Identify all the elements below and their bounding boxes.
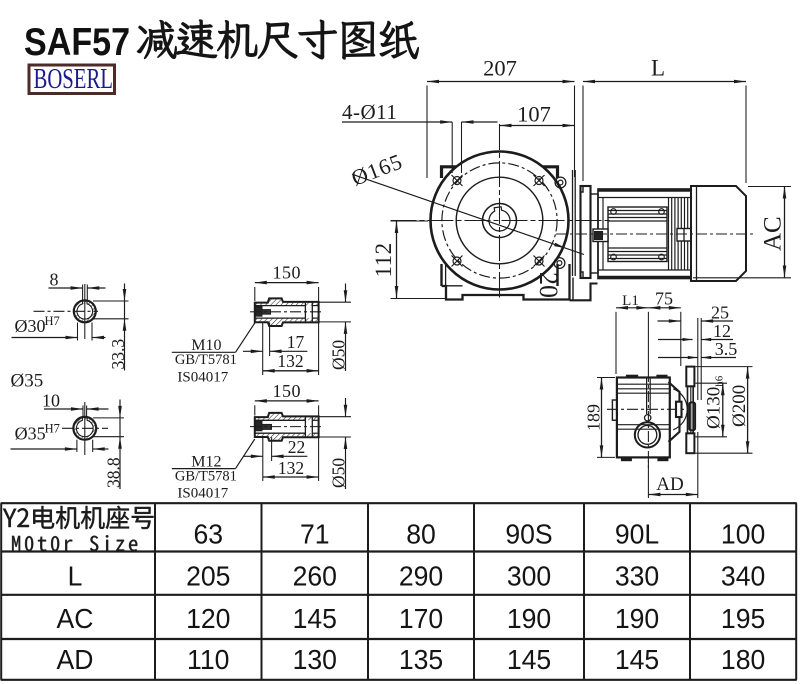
svg-text:IS04017: IS04017 (177, 369, 228, 385)
svg-text:205: 205 (186, 560, 230, 592)
svg-text:80: 80 (406, 518, 436, 550)
svg-text:107: 107 (517, 102, 551, 127)
svg-text:189: 189 (584, 404, 604, 431)
svg-text:4-Ø11: 4-Ø11 (342, 100, 397, 124)
svg-text:AC: AC (57, 602, 94, 634)
svg-text:150: 150 (272, 381, 301, 401)
svg-text:90S: 90S (505, 518, 552, 550)
svg-text:Ø130h6: Ø130h6 (704, 375, 726, 429)
svg-text:71: 71 (300, 518, 330, 550)
svg-text:132: 132 (277, 351, 303, 371)
svg-text:M10: M10 (191, 337, 221, 354)
svg-text:Ø35: Ø35 (11, 371, 44, 392)
svg-text:135: 135 (399, 643, 443, 675)
svg-text:290: 290 (399, 560, 443, 592)
svg-text:63: 63 (193, 518, 223, 550)
svg-text:AC: AC (760, 216, 787, 251)
svg-text:90L: 90L (615, 518, 659, 550)
svg-text:130: 130 (293, 643, 337, 675)
svg-text:300: 300 (507, 560, 551, 592)
svg-text:BOSERL: BOSERL (34, 64, 113, 95)
svg-text:8: 8 (50, 270, 59, 290)
svg-text:75: 75 (655, 289, 673, 309)
svg-text:207: 207 (483, 56, 517, 81)
svg-text:AD: AD (57, 643, 94, 675)
svg-text:38.8: 38.8 (104, 457, 124, 488)
svg-text:H7: H7 (45, 422, 60, 436)
svg-text:330: 330 (615, 560, 659, 592)
svg-text:25: 25 (711, 303, 729, 323)
svg-text:190: 190 (615, 602, 659, 634)
svg-text:3.5: 3.5 (715, 339, 738, 359)
svg-text:GB/T5781: GB/T5781 (175, 468, 237, 484)
svg-text:22: 22 (288, 437, 306, 457)
svg-text:260: 260 (293, 560, 337, 592)
svg-text:170: 170 (399, 602, 443, 634)
svg-text:112: 112 (371, 242, 396, 277)
svg-text:120: 120 (186, 602, 230, 634)
svg-text:180: 180 (721, 643, 765, 675)
svg-text:145: 145 (615, 643, 659, 675)
svg-text:17: 17 (287, 332, 305, 352)
svg-text:L: L (651, 56, 665, 81)
svg-text:10: 10 (42, 391, 60, 411)
svg-text:H7: H7 (45, 314, 60, 328)
svg-text:145: 145 (507, 643, 551, 675)
svg-text:20: 20 (534, 272, 563, 298)
svg-text:Ø35: Ø35 (15, 424, 46, 444)
svg-text:IS04017: IS04017 (177, 486, 228, 502)
svg-text:GB/T5781: GB/T5781 (175, 352, 237, 368)
svg-text:145: 145 (293, 602, 337, 634)
svg-text:M12: M12 (191, 453, 221, 470)
svg-text:SAF57: SAF57 (24, 20, 130, 63)
svg-text:110: 110 (187, 643, 229, 675)
svg-text:L1: L1 (622, 293, 639, 309)
svg-text:L: L (68, 560, 83, 592)
svg-text:190: 190 (507, 602, 551, 634)
svg-text:Ø50: Ø50 (329, 340, 349, 370)
svg-text:Ø200: Ø200 (729, 385, 750, 427)
svg-text:AD: AD (656, 474, 683, 495)
svg-text:150: 150 (272, 263, 301, 283)
svg-text:Ø50: Ø50 (329, 458, 349, 488)
svg-text:195: 195 (721, 602, 765, 634)
svg-text:340: 340 (721, 560, 765, 592)
svg-text:Ø30: Ø30 (15, 316, 46, 336)
svg-text:132: 132 (278, 458, 304, 478)
svg-text:33.3: 33.3 (108, 339, 128, 370)
svg-text:12: 12 (713, 321, 731, 341)
svg-text:100: 100 (721, 518, 765, 550)
